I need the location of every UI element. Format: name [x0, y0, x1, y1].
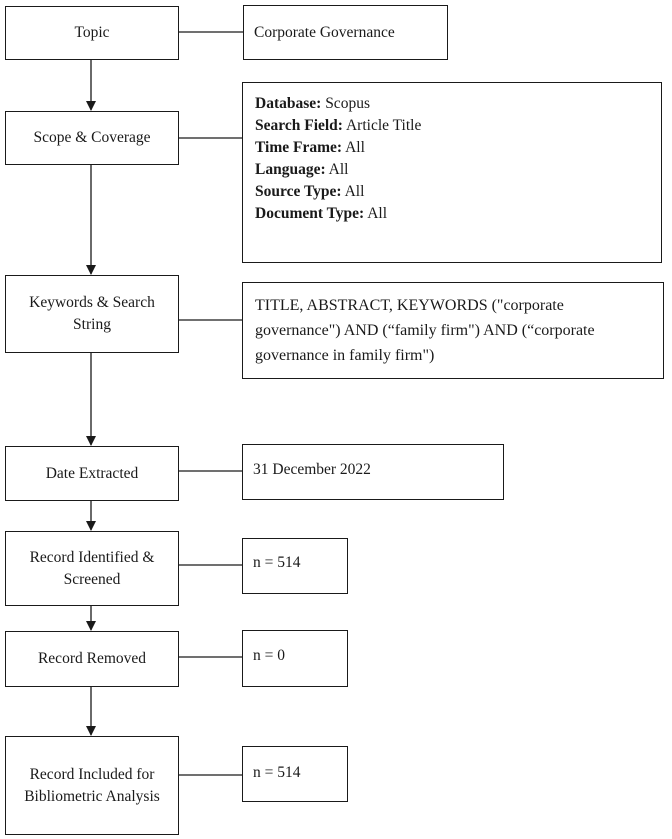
criterion-value: All: [341, 183, 365, 200]
step-record-removed: Record Removed: [5, 631, 179, 687]
criterion-database: Database: Scopus: [255, 93, 421, 115]
criterion-key: Document Type:: [255, 205, 365, 222]
detail-record-identified: n = 514: [242, 538, 348, 594]
step-label: Record Identified & Screened: [29, 548, 155, 588]
criterion-key: Database:: [255, 95, 322, 112]
criterion-key: Time Frame:: [255, 139, 343, 156]
criterion-key: Language:: [255, 161, 326, 178]
detail-text: 31 December 2022: [253, 461, 371, 478]
step-label: Topic: [74, 24, 110, 41]
detail-search-string: TITLE, ABSTRACT, KEYWORDS ("corporate go…: [242, 282, 664, 379]
detail-record-removed: n = 0: [242, 630, 348, 687]
criterion-value: All: [325, 161, 349, 178]
detail-text: TITLE, ABSTRACT, KEYWORDS ("corporate go…: [255, 297, 595, 364]
criteria-list: Database: Scopus Search Field: Article T…: [255, 93, 421, 225]
criterion-key: Search Field:: [255, 117, 343, 134]
step-label: Record Removed: [37, 650, 147, 667]
detail-text: n = 514: [253, 554, 301, 571]
step-label: Record Included for Bibliometric Analysi…: [24, 765, 160, 805]
detail-date-extracted: 31 December 2022: [242, 444, 504, 500]
step-label: Date Extracted: [45, 464, 139, 482]
criterion-value: All: [364, 205, 388, 222]
criterion-search-field: Search Field: Article Title: [255, 115, 421, 137]
detail-record-included: n = 514: [242, 746, 348, 802]
step-record-identified-screened: Record Identified & Screened: [5, 531, 179, 606]
criterion-value: Article Title: [342, 117, 422, 134]
detail-topic: Corporate Governance: [243, 5, 448, 60]
criterion-source-type: Source Type: All: [255, 181, 421, 203]
criterion-document-type: Document Type: All: [255, 203, 421, 225]
step-topic: Topic: [5, 6, 179, 60]
detail-scope-coverage: Database: Scopus Search Field: Article T…: [242, 82, 662, 263]
criterion-value: All: [342, 139, 365, 156]
step-date-extracted: Date Extracted: [5, 446, 179, 501]
criterion-time-frame: Time Frame: All: [255, 137, 421, 159]
step-keywords-search-string: Keywords & Search String: [5, 275, 179, 353]
step-record-included: Record Included for Bibliometric Analysi…: [5, 736, 179, 835]
criterion-language: Language: All: [255, 159, 421, 181]
detail-text: n = 514: [253, 764, 301, 781]
detail-text: n = 0: [253, 647, 285, 664]
step-label: Scope & Coverage: [33, 129, 151, 146]
criterion-key: Source Type:: [255, 183, 342, 200]
criterion-value: Scopus: [321, 95, 370, 112]
detail-text: Corporate Governance: [254, 23, 395, 41]
step-label: Keywords & Search String: [29, 294, 155, 333]
step-scope-coverage: Scope & Coverage: [5, 111, 179, 165]
